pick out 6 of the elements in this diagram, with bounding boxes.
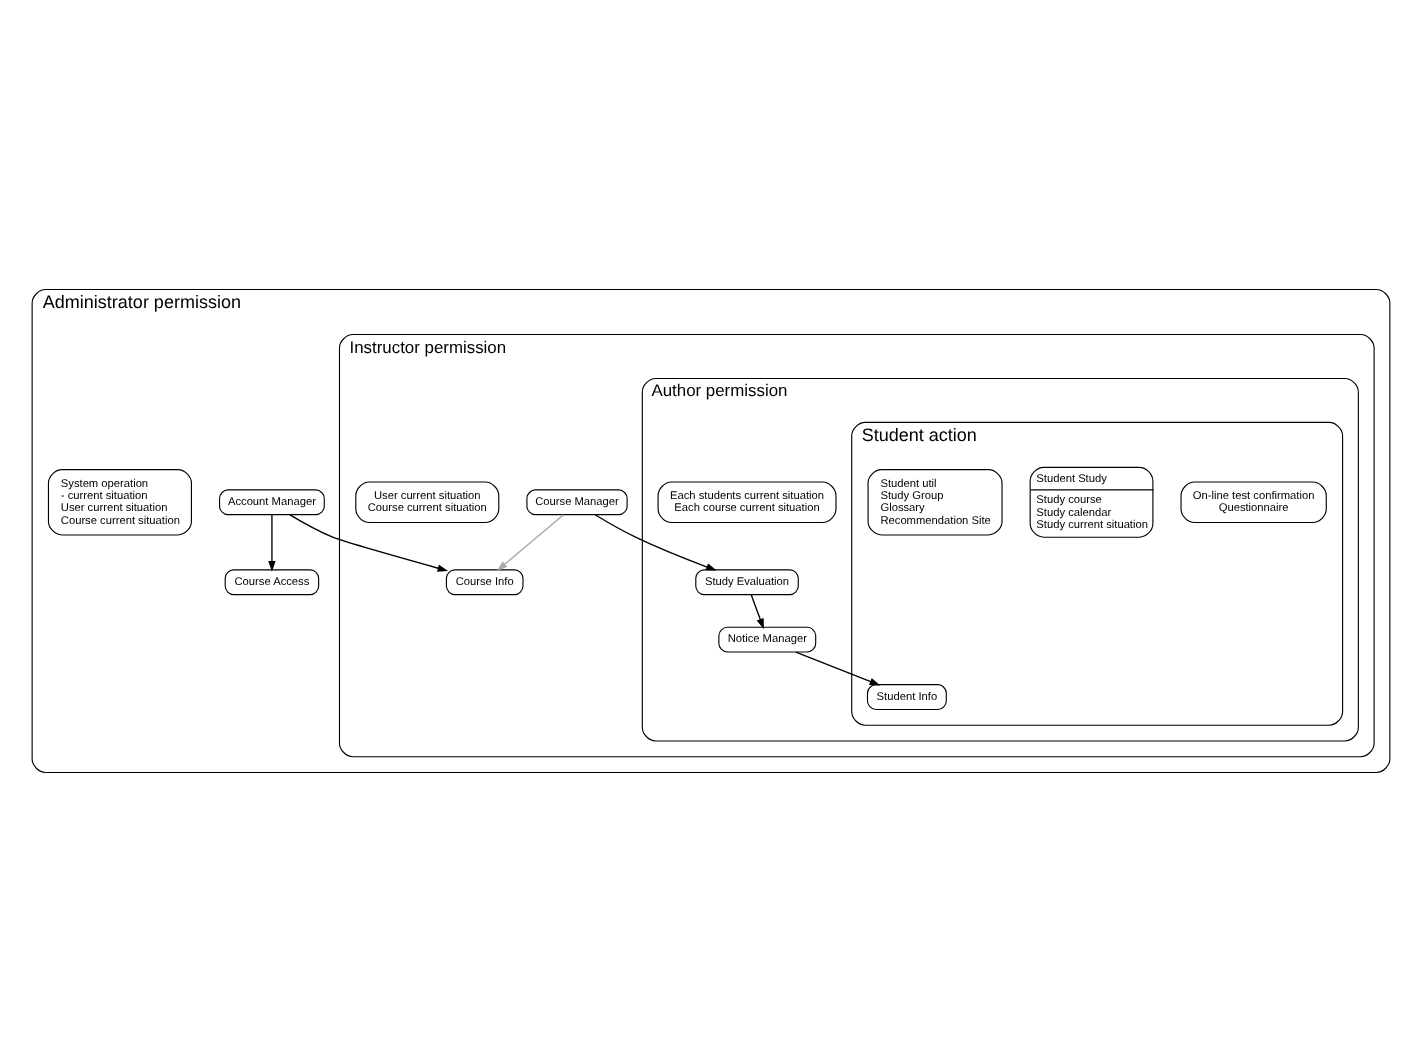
arrow xyxy=(594,514,717,571)
arrow xyxy=(496,514,565,571)
arrow xyxy=(268,514,276,572)
arrow xyxy=(795,651,881,686)
arrow xyxy=(750,594,764,630)
arrow xyxy=(289,514,449,572)
